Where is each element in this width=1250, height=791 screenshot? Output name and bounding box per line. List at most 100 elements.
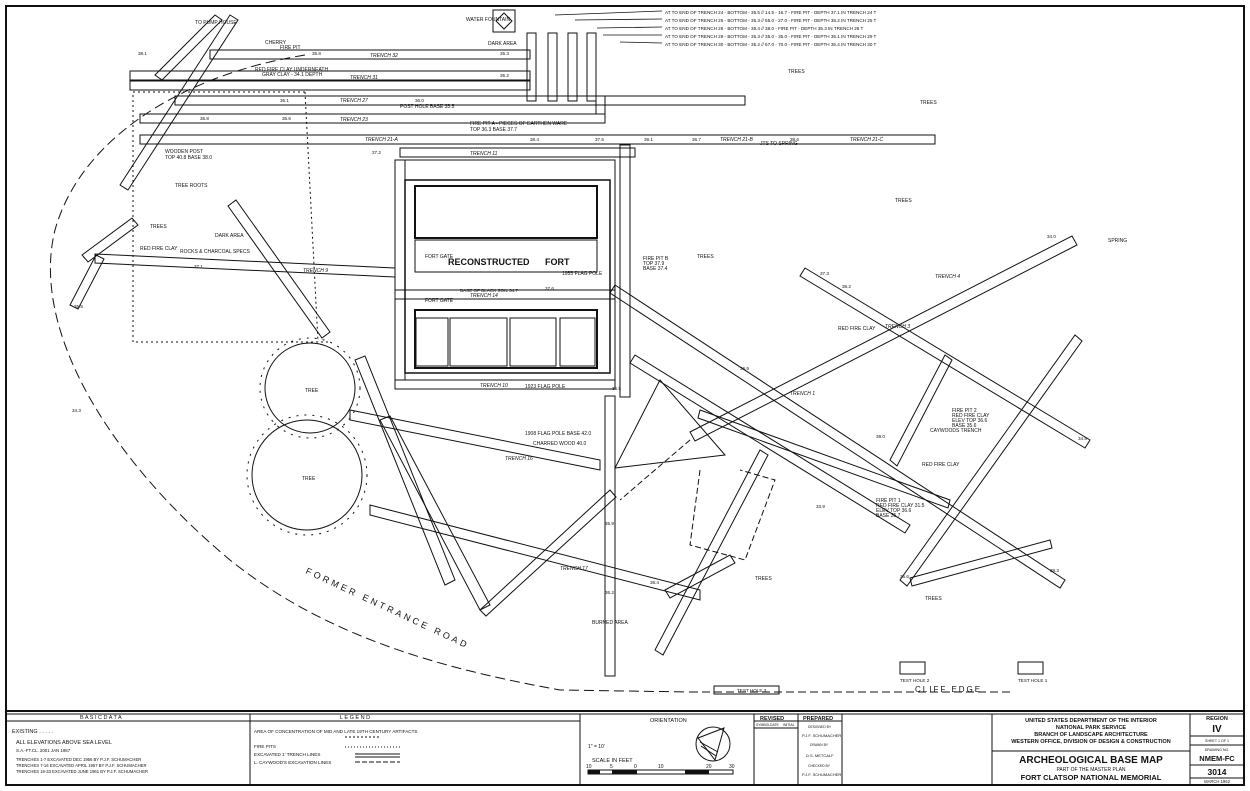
revised-header: REVISED [760,716,784,722]
to-pump-house-label: TO PUMP HOUSE [195,20,237,26]
scale-bar-segment [612,770,637,774]
designed-by-label: DESIGNED BY [808,725,832,729]
trench-22 [81,217,139,263]
dark-area-2: DARK AREA [215,233,244,239]
drawing-number: 3014 [1208,767,1227,777]
trench-21 [139,134,936,145]
trench-31-label: TRENCH 31 [350,75,378,81]
region-block: REGION IV SHEET 1 OF 1 DRAWING NO. NMEM-… [1199,716,1235,784]
trenches-note-1: TRENCHES 1-7 EXCAVATED DEC 1956 BY P.J.F… [16,757,141,762]
trees-west: TREES [150,224,167,230]
artifact-concentration-area [132,91,330,343]
fort-north-building [414,185,598,239]
charred-wood-label: CHARRED WOOD 40.0 [533,441,587,447]
fort-gate-label-2: FORT GATE [425,298,454,304]
trench-21a-label: TRENCH 21-A [365,137,398,143]
revised-col-date: DATE [770,723,780,727]
trench-14 [394,289,616,300]
trench-labels: TRENCH 32 TRENCH 31 TRENCH 27 TRENCH 23 … [303,53,960,572]
trench-33 [526,32,537,102]
trench-28 [567,32,578,102]
trench-note-3: AT TO END OF TRENCH 26 - BOTTOM - 35.4 /… [665,26,864,31]
wooden-post-label: WOODEN POST [165,149,203,155]
trees-ne: TREES [788,69,805,75]
scale-tick: 10 [586,764,592,770]
trees [246,337,368,536]
north-arrow-hatch [699,741,719,753]
drawing-no-label: DRAWING NO. [1205,748,1230,752]
trees-s-2: TREES [925,596,942,602]
sheet-label: SHEET 1 OF 1 [1205,739,1229,743]
black-soil-label: BASE OF BLACK SOIL 34.7 [460,288,518,293]
trench-32 [209,49,531,60]
elevation: 37.1 [194,264,203,269]
trench-11-label: TRENCH 11 [470,151,498,157]
elevation: 36.9 [740,366,749,371]
trench-1 [697,409,951,509]
note-leaders [554,10,663,44]
red-fire-clay-label: RED FIRE CLAY UNDERNEATH [255,67,328,73]
tree-roots-label: TREE ROOTS [175,183,208,189]
trench-16-label: TRENCH 16 [505,456,533,462]
trench-15 [604,395,616,677]
fort-title-1: RECONSTRUCTED [448,257,530,267]
trench-8 [664,554,736,599]
trench-5 [609,284,1066,589]
region-label: REGION [1206,716,1228,722]
trench-21c-label: TRENCH 21-C [850,137,883,143]
dark-area-label: DARK AREA [488,41,517,47]
trees-e: TREES [895,198,912,204]
trench-20 [354,355,456,586]
test-holes [713,661,1044,695]
fort-title-2: FORT [545,257,570,267]
elevation: 38.4 [530,137,539,142]
horizontal-trenches [129,49,936,158]
cliff-edge-label: CLIFF EDGE [915,685,982,694]
region-value: IV [1212,724,1222,735]
elevation: 37.2 [372,150,381,155]
trench-3-label: TRENCH 3 [885,324,910,330]
trench-11 [399,147,636,158]
trench-note-2: AT TO END OF TRENCH 25 - BOTTOM - 35.3 /… [665,18,877,23]
fort-perimeter-trench [394,159,616,381]
trench-32-label: TRENCH 32 [370,53,398,59]
fire-pit-b-top: TOP 37.9 [643,261,664,267]
checker-name: P.J.F. SCHUMACHER [802,772,841,777]
post-hole-label: POST HOLE BASE 35.5 [400,104,455,110]
designer-name: P.J.F. SCHUMACHER [802,733,841,738]
red-fire-clay-ne: RED FIRE CLAY [838,326,876,332]
fort-gate-label-1: FORT GATE [425,254,454,260]
scale-bar-segment [588,770,600,774]
trench-pump-1 [154,14,223,81]
elevation: 38.1 [138,51,147,56]
trench-27-label: TRENCH 27 [340,98,368,104]
revised-col-initial: INITIAL [783,723,795,727]
east-trenches [609,235,1091,589]
fire-pit-a-top: TOP 36.3 BASE 37.7 [470,127,517,133]
test-hole-2-label: TEST HOLE 2 [900,678,930,683]
fort-room-1 [415,317,449,367]
trench-note-4: AT TO END OF TRENCH 29 - BOTTOM - 35.3 /… [665,34,877,39]
test-hole-3 [713,685,780,695]
agency-line-1: UNITED STATES DEPARTMENT OF THE INTERIOR [1025,718,1157,724]
fire-pit-b-label: FIRE PIT B [643,256,669,262]
elevation: 36.7 [692,137,701,142]
trench-34 [547,32,558,102]
checked-by-label: CHECKED BY [808,764,831,768]
scale-bar-segment [685,770,709,774]
fire-pit-1-label: FIRE PIT 1 [876,498,901,504]
map-subtitle: PART OF THE MASTER PLAN [1056,767,1125,773]
scale-tick: 20 [706,764,712,770]
agency-block: UNITED STATES DEPARTMENT OF THE INTERIOR… [1011,718,1171,782]
fire-pit-1-clay: RED FIRE CLAY 31.5 [876,503,925,509]
basic-data-header: B A S I C D A T A [80,715,122,721]
trench-4 [689,235,1078,442]
trench-9-label: TRENCH 9 [303,268,328,274]
test-hole-3-label: TEST HOLE 3 [737,688,767,693]
elevation: 35.2 [500,73,509,78]
trench-notes: AT TO END OF TRENCH 24 - BOTTOM - 35.5 /… [665,10,877,47]
legend-artifact-area: AREA OF CONCENTRATION OF MID AND LATE 19… [254,729,417,734]
existing-label: EXISTING . . . . . [12,729,53,735]
trench-10-label: TRENCH 10 [480,383,508,389]
test-hole-1-label: TEST HOLE 1 [1018,678,1048,683]
